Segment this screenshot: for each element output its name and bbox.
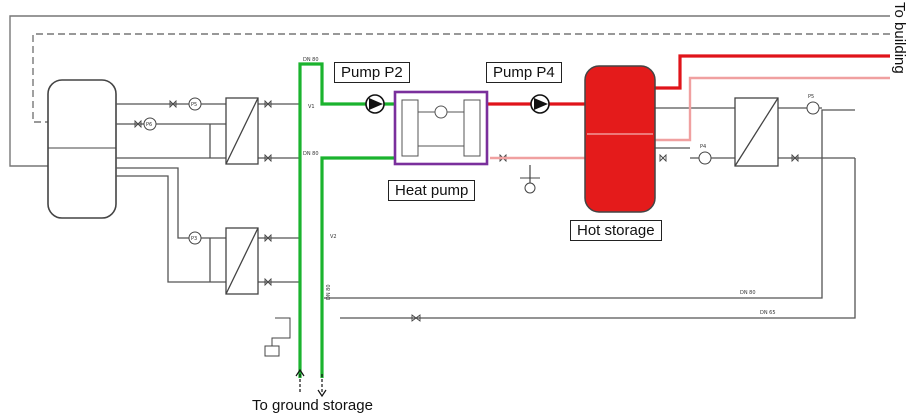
label-to-building: To building — [891, 2, 908, 74]
tag-p6: P6 — [146, 122, 152, 128]
tag-v2: V2 — [330, 234, 337, 240]
label-heat-pump: Heat pump — [388, 180, 476, 201]
tag-dn80-mid: DN 80 — [303, 151, 319, 157]
pump-p4-symbol — [530, 94, 550, 114]
hot-storage-tank — [584, 65, 656, 213]
pump-p2-symbol — [365, 94, 385, 114]
ground-loop — [298, 62, 395, 378]
tag-p5b: P5 — [808, 94, 814, 100]
return-loop — [490, 76, 890, 160]
tag-v1: V1 — [308, 104, 315, 110]
tag-dn80-vert: DN 80 — [326, 284, 332, 300]
tag-dn80-bottom-right: DN 80 — [740, 290, 756, 296]
grey-pipe-network — [116, 103, 856, 319]
building-return-lines — [9, 15, 890, 167]
label-pump-p2: Pump P2 — [334, 62, 410, 83]
label-hot-storage: Hot storage — [570, 220, 662, 241]
tag-dn65-bottom-right: DN 65 — [760, 310, 776, 316]
cold-storage-tank — [47, 79, 117, 219]
tag-p5: P5 — [191, 102, 197, 108]
label-pump-p4: Pump P4 — [486, 62, 562, 83]
ground-storage-arrows — [295, 368, 327, 398]
heat-exchanger-3 — [734, 97, 779, 167]
tag-dn80-top: DN 80 — [303, 57, 319, 63]
expansion-vessel — [264, 177, 540, 357]
small-pumps — [143, 97, 820, 245]
heat-pump-unit — [393, 90, 489, 166]
heat-exchanger-2 — [225, 227, 259, 295]
tag-p3: P3 — [191, 236, 197, 242]
heat-exchanger-1 — [225, 97, 259, 165]
label-to-ground-storage: To ground storage — [252, 397, 373, 414]
tag-p4s: P4 — [700, 144, 706, 150]
